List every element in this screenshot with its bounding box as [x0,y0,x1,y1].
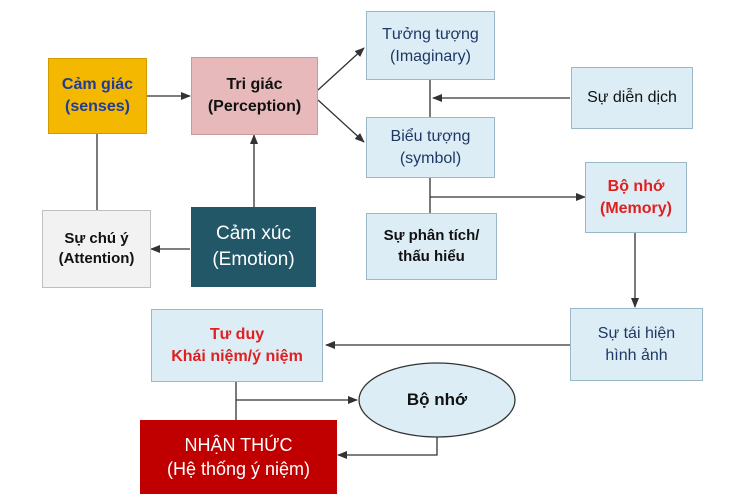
memory-ellipse-label: Bộ nhớ [359,363,515,437]
memory-ellipse-text: Bộ nhớ [406,389,468,409]
reproduction-sublabel: hình ảnh [605,346,668,364]
thinking-label: Tư duy [209,325,265,343]
attention-box: Sự chú ý (Attention) [42,210,151,288]
perception-label: Tri giác [226,76,283,94]
senses-box: Cảm giác (senses) [48,58,147,134]
attention-sublabel: (Attention) [58,250,135,267]
memory-sublabel: (Memory) [599,199,672,217]
analysis-label: Sự phân tích/ [383,227,480,245]
deduction-box: Sự diễn dịch [571,67,693,129]
symbol-box: Biểu tượng (symbol) [366,117,495,178]
arrow-perception-to-symbol [317,99,365,143]
imaginary-box: Tưởng tượng (Imaginary) [366,11,495,80]
symbol-label: Biểu tượng [390,127,471,145]
cognition-sublabel: (Hệ thống ý niệm) [166,459,311,479]
reproduction-box: Sự tái hiện hình ảnh [570,308,703,381]
emotion-sublabel: (Emotion) [212,249,295,270]
thinking-sublabel: Khái niệm/ý niệm [171,347,303,365]
emotion-label: Cảm xúc [216,223,291,245]
imaginary-label: Tưởng tượng [382,25,479,43]
perception-box: Tri giác (Perception) [191,57,318,135]
attention-label: Sự chú ý [64,229,129,247]
reproduction-label: Sự tái hiện [597,324,676,342]
memory-label: Bộ nhớ [607,177,665,195]
analysis-sublabel: thấu hiểu [398,247,465,265]
cognition-box: NHẬN THỨC (Hệ thống ý niệm) [140,420,337,494]
memory-box: Bộ nhớ (Memory) [585,162,687,233]
analysis-box: Sự phân tích/ thấu hiểu [366,213,497,280]
emotion-box: Cảm xúc (Emotion) [191,207,316,287]
thinking-box: Tư duy Khái niệm/ý niệm [151,309,323,382]
cognition-label: NHẬN THỨC [184,434,293,455]
symbol-sublabel: (symbol) [399,149,462,167]
perception-sublabel: (Perception) [207,98,302,115]
arrow-perception-to-imaginary [317,47,365,91]
deduction-label: Sự diễn dịch [587,89,677,107]
memory-ellipse-shape [358,362,516,438]
senses-label: Cảm giác [61,76,134,94]
senses-sublabel: (senses) [65,98,130,115]
imaginary-sublabel: (Imaginary) [390,47,471,65]
